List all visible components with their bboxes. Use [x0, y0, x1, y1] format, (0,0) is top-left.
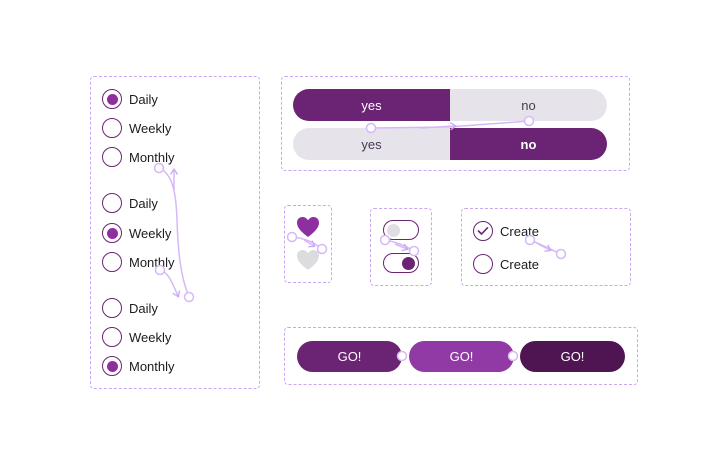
- segment-yes[interactable]: yes: [293, 89, 450, 121]
- checkbox-create-unchecked[interactable]: Create: [473, 253, 539, 275]
- favorite-frame: [284, 205, 332, 283]
- radio-button[interactable]: [102, 252, 122, 272]
- radio-option-label: Weekly: [129, 329, 172, 345]
- go-button-default[interactable]: GO!: [297, 341, 402, 372]
- radio-button-selected[interactable]: [102, 356, 122, 376]
- radio-option-daily[interactable]: Daily: [102, 297, 158, 319]
- radio-group-frame: [90, 76, 260, 389]
- segmented-control-frame: [281, 76, 630, 171]
- checkbox-create-checked[interactable]: Create: [473, 220, 539, 242]
- radio-button-selected[interactable]: [102, 89, 122, 109]
- segment-no[interactable]: no: [450, 128, 607, 160]
- go-button-hover[interactable]: GO!: [409, 341, 514, 372]
- toggle-knob: [401, 256, 415, 270]
- go-button-pressed[interactable]: GO!: [520, 341, 625, 372]
- segmented-control-no-selected: yes no: [293, 128, 607, 160]
- radio-option-monthly[interactable]: Monthly: [102, 146, 175, 168]
- radio-option-weekly[interactable]: Weekly: [102, 222, 171, 244]
- checkbox-unchecked[interactable]: [473, 254, 493, 274]
- radio-option-monthly[interactable]: Monthly: [102, 355, 175, 377]
- radio-button[interactable]: [102, 327, 122, 347]
- radio-option-daily[interactable]: Daily: [102, 88, 158, 110]
- radio-option-weekly[interactable]: Weekly: [102, 117, 171, 139]
- check-icon: [477, 227, 489, 235]
- heart-unfilled-icon[interactable]: [296, 249, 320, 271]
- radio-button[interactable]: [102, 298, 122, 318]
- radio-option-label: Daily: [129, 195, 158, 211]
- checkbox-label: Create: [500, 256, 540, 272]
- radio-button[interactable]: [102, 193, 122, 213]
- radio-option-label: Monthly: [129, 254, 175, 270]
- checkbox-checked[interactable]: [473, 221, 493, 241]
- toggle-knob: [386, 223, 400, 237]
- segmented-control-yes-selected: yes no: [293, 89, 607, 121]
- radio-option-label: Daily: [129, 91, 158, 107]
- heart-filled-icon[interactable]: [296, 216, 320, 238]
- toggle-frame: [370, 208, 432, 286]
- checkbox-label: Create: [500, 223, 540, 239]
- go-button-frame: [284, 327, 638, 385]
- radio-option-label: Weekly: [129, 225, 172, 241]
- radio-button[interactable]: [102, 147, 122, 167]
- radio-button[interactable]: [102, 118, 122, 138]
- checkbox-frame: [461, 208, 631, 286]
- radio-option-daily[interactable]: Daily: [102, 192, 158, 214]
- toggle-off[interactable]: [383, 220, 419, 240]
- radio-option-label: Weekly: [129, 120, 172, 136]
- radio-button-selected[interactable]: [102, 223, 122, 243]
- segment-yes[interactable]: yes: [293, 128, 450, 160]
- radio-option-monthly[interactable]: Monthly: [102, 251, 175, 273]
- radio-option-label: Monthly: [129, 149, 175, 165]
- radio-option-label: Monthly: [129, 358, 175, 374]
- toggle-on[interactable]: [383, 253, 419, 273]
- radio-option-weekly[interactable]: Weekly: [102, 326, 171, 348]
- segment-no[interactable]: no: [450, 89, 607, 121]
- radio-option-label: Daily: [129, 300, 158, 316]
